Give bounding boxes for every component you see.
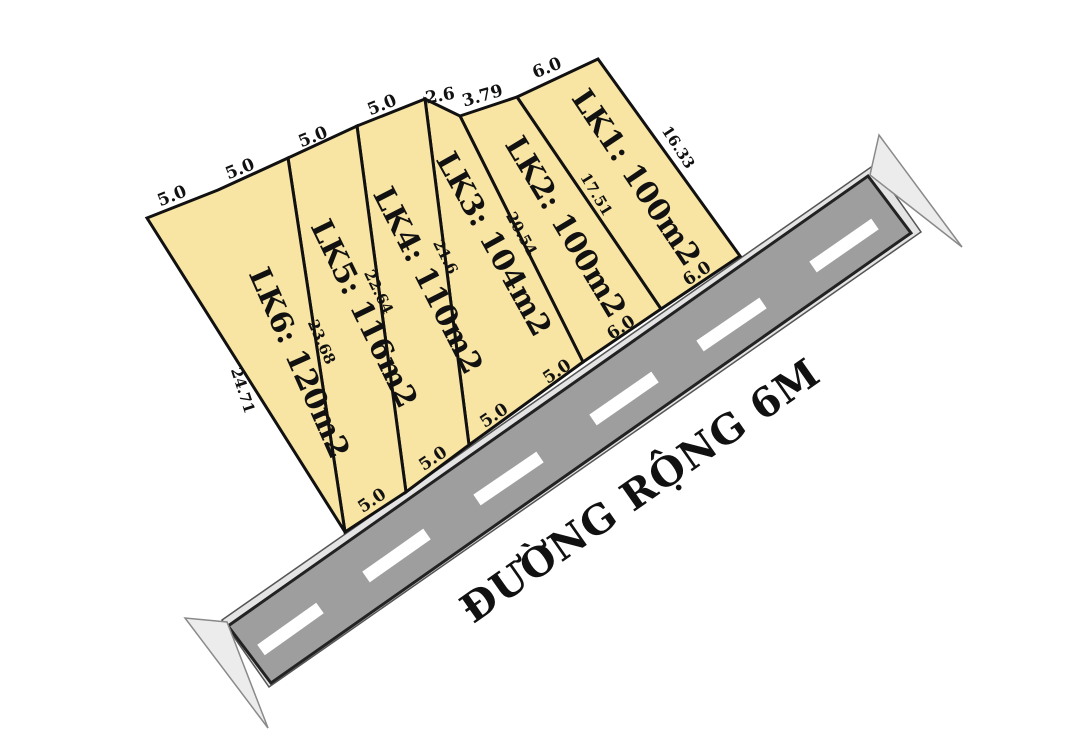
back-lk3: 2.6 xyxy=(424,84,457,109)
road-dash xyxy=(589,371,659,426)
road xyxy=(183,133,963,729)
road-dash xyxy=(809,218,879,273)
road-dash xyxy=(362,528,431,583)
road-dash xyxy=(257,602,324,656)
road-center-dashes xyxy=(257,218,879,656)
arrow-up-right-icon xyxy=(869,133,963,248)
arrow-down-left-icon xyxy=(183,617,269,729)
lot-lk6 xyxy=(144,155,347,533)
road-dash xyxy=(696,297,767,352)
lots xyxy=(144,57,743,535)
road-dash xyxy=(473,451,544,506)
